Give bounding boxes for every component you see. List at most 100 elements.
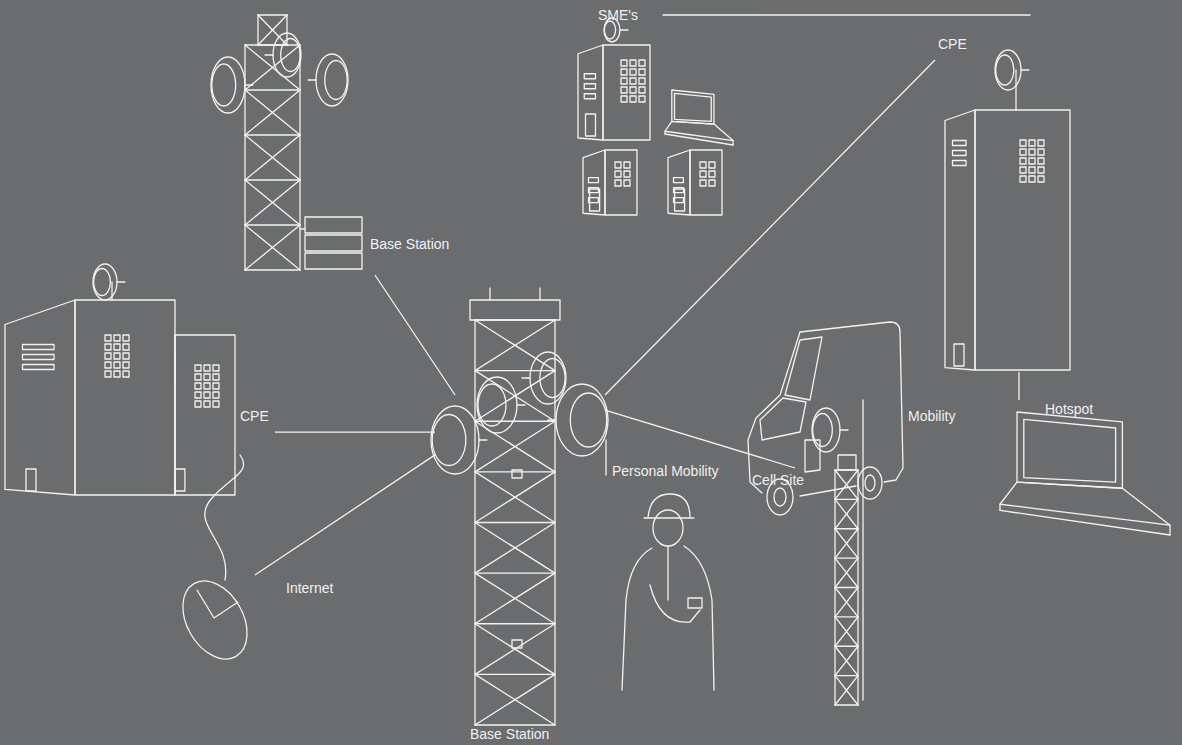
antenna-dish [93,264,117,300]
window [700,162,706,168]
node-label: SME's [598,7,638,23]
window [23,365,55,370]
lattice-tower [245,179,300,180]
antenna-dish [995,50,1021,90]
antenna-mount [245,84,253,85]
lattice-tower [475,320,555,371]
lattice-tower [835,558,858,587]
window [624,171,630,177]
antenna-mount [522,377,530,378]
window [1029,167,1035,173]
laptop [1000,510,1170,535]
diagram-node: Internet [170,575,350,740]
window [630,96,636,102]
window [953,141,967,146]
antenna-pole [1015,70,1016,110]
lattice-tower [475,573,555,624]
window [624,180,630,186]
tower-platform [838,455,856,470]
window [639,69,645,75]
window [213,383,219,389]
lattice-tower [475,624,555,675]
window [615,180,621,186]
mouse [170,570,260,671]
door [175,469,185,491]
lattice-tower [258,14,287,15]
lattice-tower [299,45,300,270]
antenna-mount [308,79,316,80]
node-label: Hotspot [1045,401,1093,417]
window [174,355,175,360]
node-label: Personal Mobility [612,463,719,479]
lattice-tower [835,617,858,646]
lattice-tower [835,616,858,617]
tower-box [512,640,522,648]
tower-box [512,470,522,478]
laptop [665,121,733,140]
lattice-tower [245,180,300,225]
node-label: Internet [286,580,333,596]
window [213,401,219,407]
lattice-tower [835,529,858,558]
window [1038,158,1044,164]
building [583,150,605,215]
lattice-tower [835,617,858,646]
worker-body [622,546,714,690]
lattice-tower [245,44,300,45]
van-wheel [865,475,875,491]
window [1029,158,1035,164]
van-wheel [774,488,786,506]
window [589,178,599,183]
window [23,355,55,360]
lattice-tower [835,499,858,528]
equipment-wire [300,228,305,229]
window [624,162,630,168]
window [195,365,201,371]
window [1020,176,1026,182]
building [975,110,1070,370]
antenna-pole [111,282,112,300]
phone [688,598,702,608]
equipment-box [305,235,362,251]
antenna-dish [273,33,301,77]
window [123,353,129,359]
lattice-tower [835,529,858,558]
window [630,69,636,75]
laptop [1024,419,1116,482]
lattice-tower [475,572,555,573]
antenna-dish [281,39,301,72]
building [603,45,650,140]
lattice-tower [475,523,555,574]
diagram-node: CPE [5,255,275,440]
antenna-dish [813,414,833,447]
diagram-node: SME's [570,5,720,220]
lattice-tower [475,472,555,523]
antenna-dish [540,359,565,398]
connector-line [375,275,455,395]
tower-platform [470,300,560,320]
window [1029,176,1035,182]
node-label: Cell Site [752,472,804,488]
node-label: Base Station [370,236,449,252]
diagram-node: Personal Mobility [610,460,730,700]
antenna-dish [556,384,608,456]
van-body [748,322,903,496]
antenna-dish [94,269,111,296]
antenna-mast [539,288,540,300]
lattice-tower [245,90,300,135]
building [690,150,722,215]
antenna-mount [840,429,848,430]
laptop [675,93,712,121]
diagram-node: Base Station [435,395,605,745]
window [213,365,219,371]
lattice-tower [475,472,555,523]
window [1038,149,1044,155]
connector-line [605,60,935,395]
window [213,392,219,398]
lattice-tower [475,623,555,624]
window [1038,140,1044,146]
lattice-tower [835,646,858,675]
window [204,383,210,389]
